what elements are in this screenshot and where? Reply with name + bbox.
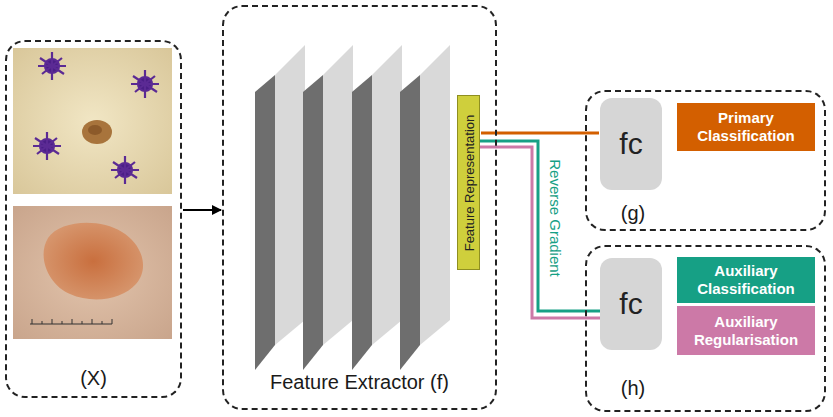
fc-layer: fc <box>600 258 662 350</box>
dermoscopy-photo <box>13 48 172 194</box>
panel-label: (X) <box>7 367 180 390</box>
primary-classification-box: Primary Classification <box>677 103 815 151</box>
panel-label: (h) <box>602 377 664 400</box>
connector <box>480 141 600 311</box>
panel-label: (g) <box>602 202 664 225</box>
dermoscopy-photo <box>13 206 172 339</box>
conv-layers <box>255 45 450 370</box>
layer-label: fc <box>619 127 642 161</box>
input-panel: (X) <box>5 40 182 398</box>
box-label: Feature Representation <box>461 114 476 251</box>
box-label: Auxiliary Classification <box>683 262 809 298</box>
edge-label: Reverse Gradient <box>547 159 564 277</box>
auxiliary-head-panel: (h) fc Auxiliary ClassificationAuxiliary R… <box>585 245 826 412</box>
auxiliary-classification-box: Auxiliary Classification <box>677 257 815 303</box>
feature-extractor-panel: Feature Extractor (f) Feature Representat… <box>222 5 497 410</box>
connector <box>481 132 599 135</box>
primary-head-panel: (g) fc Primary Classification <box>585 90 826 231</box>
feature-representation-bar: Feature Representation <box>457 95 480 270</box>
box-label: Auxiliary Regularisation <box>683 313 809 349</box>
fc-layer: fc <box>600 98 662 190</box>
layer-label: fc <box>619 287 642 321</box>
connector <box>480 147 600 318</box>
auxiliary-regularisation-box: Auxiliary Regularisation <box>677 306 815 355</box>
connector <box>183 209 221 211</box>
box-label: Primary Classification <box>683 109 809 145</box>
panel-label: Feature Extractor (f) <box>224 371 495 394</box>
